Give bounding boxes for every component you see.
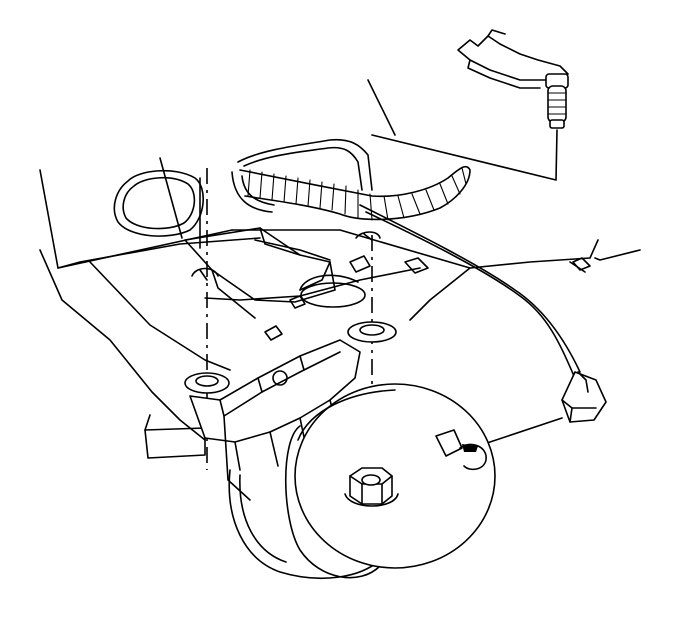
connector-clip (545, 73, 569, 129)
panel-hole-1 (264, 325, 283, 341)
sensor-lead (359, 204, 581, 377)
mounting-bracket (457, 29, 569, 89)
grommet-center (347, 321, 397, 343)
electrical-connector (483, 371, 607, 445)
oval-grommet (113, 169, 205, 237)
support-bracket (184, 227, 366, 319)
panel-hole-4 (404, 257, 429, 274)
left-clip (191, 267, 219, 281)
pull-type-fastener (355, 231, 381, 241)
harness-channel (231, 138, 373, 213)
mounting-nut (344, 467, 399, 507)
panel-hole-3 (349, 255, 371, 273)
module-socket (435, 429, 463, 457)
round-opening (300, 282, 366, 308)
module-face (294, 383, 496, 569)
wiring-harness (239, 165, 471, 221)
grommet-left (184, 372, 230, 394)
panel-hole-5 (572, 257, 591, 271)
module-bracket (189, 339, 361, 501)
cylindrical-module (228, 383, 496, 580)
floor-pan (39, 157, 641, 459)
panel-hole-2 (289, 295, 306, 309)
